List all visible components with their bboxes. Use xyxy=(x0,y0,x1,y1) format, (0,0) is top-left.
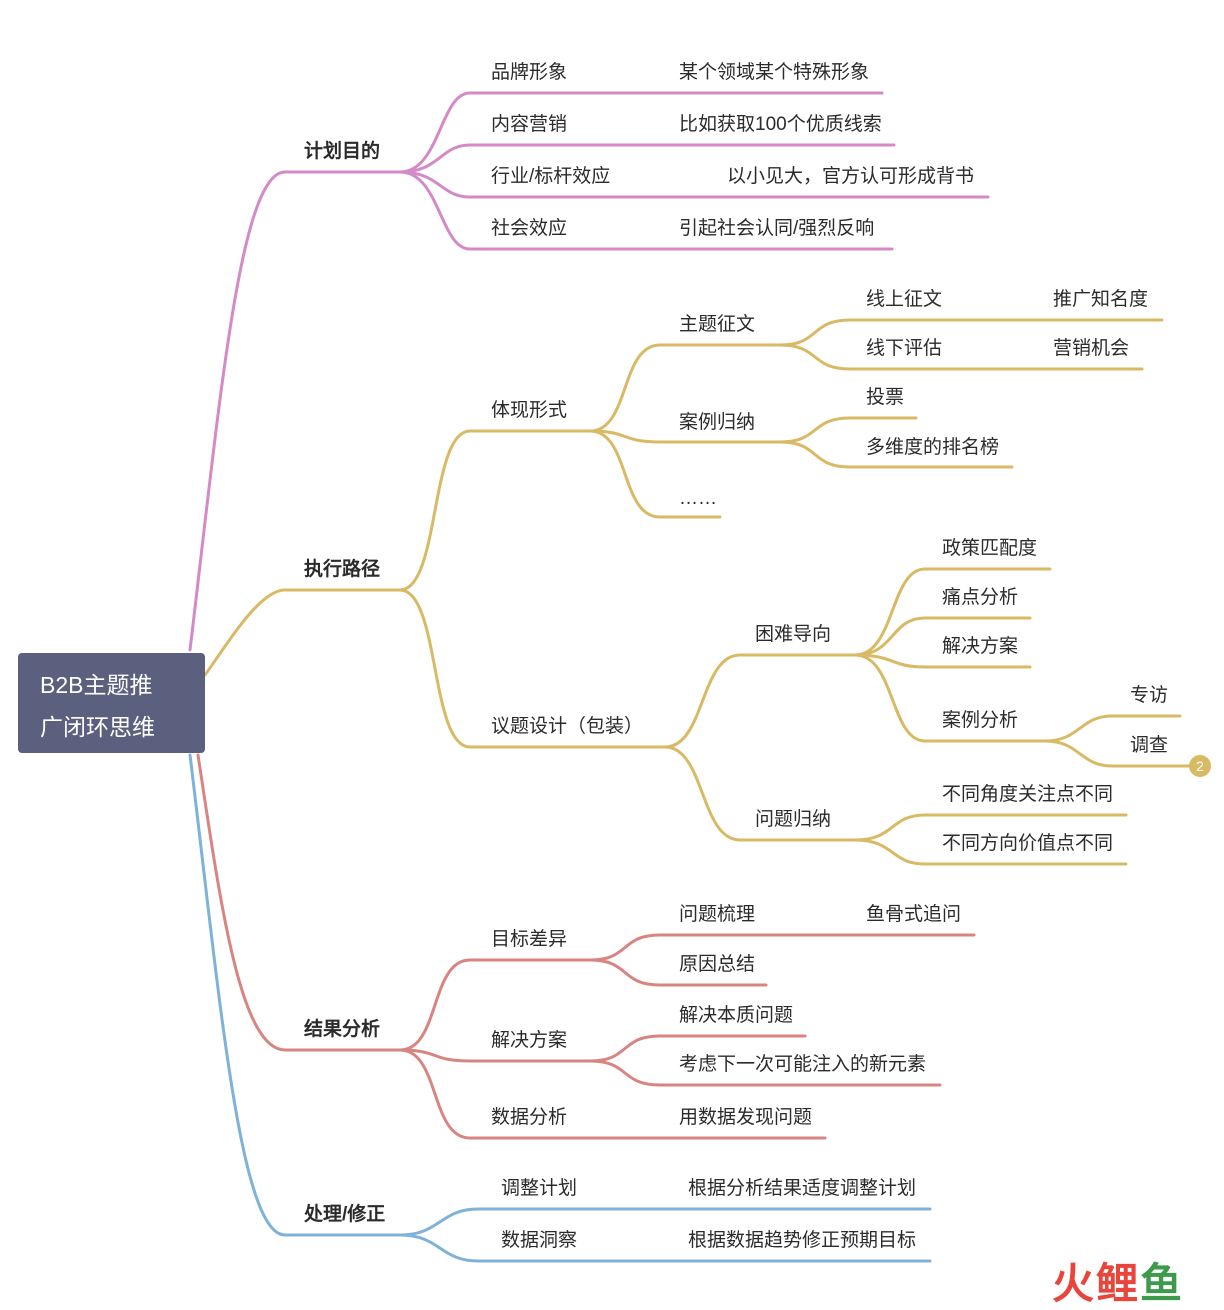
node-case-summary[interactable]: 案例归纳 xyxy=(679,412,756,433)
watermark-char-3: 鱼 xyxy=(1140,1259,1185,1308)
node-data-analysis-detail[interactable]: 用数据发现问题 xyxy=(679,1107,813,1128)
node-case-analysis[interactable]: 案例分析 xyxy=(942,710,1019,731)
node-essence[interactable]: 解决本质问题 xyxy=(679,1005,794,1026)
node-interview[interactable]: 专访 xyxy=(1130,685,1169,706)
node-industry-effect-detail[interactable]: 以小见大，官方认可形成背书 xyxy=(727,166,975,187)
node-vote[interactable]: 投票 xyxy=(866,387,905,408)
node-next-elements[interactable]: 考虑下一次可能注入的新元素 xyxy=(679,1054,927,1075)
node-more[interactable]: …… xyxy=(679,488,717,509)
node-plan[interactable]: 计划目的 xyxy=(304,141,381,162)
node-adjust-plan[interactable]: 调整计划 xyxy=(501,1178,578,1199)
node-social-effect[interactable]: 社会效应 xyxy=(491,218,568,239)
node-angle[interactable]: 不同角度关注点不同 xyxy=(942,784,1114,805)
node-ranking[interactable]: 多维度的排名榜 xyxy=(866,437,1000,458)
node-cause-summary[interactable]: 原因总结 xyxy=(679,954,756,975)
node-topic-essay[interactable]: 主题征文 xyxy=(679,314,756,335)
node-social-effect-detail[interactable]: 引起社会认同/强烈反响 xyxy=(679,218,875,239)
root-node[interactable]: B2B主题推 广闭环思维 xyxy=(18,653,205,753)
node-goal-gap[interactable]: 目标差异 xyxy=(491,929,568,950)
node-offline-eval-detail[interactable]: 营销机会 xyxy=(1053,338,1130,359)
connector-root-result xyxy=(196,753,402,1052)
node-data-insight[interactable]: 数据洞察 xyxy=(501,1230,578,1251)
watermark-logo: 火鲤鱼 xyxy=(1052,1262,1184,1306)
node-content-marketing-detail[interactable]: 比如获取100个优质线索 xyxy=(679,114,882,135)
connector-root-fix xyxy=(188,753,402,1237)
node-result-solution[interactable]: 解决方案 xyxy=(491,1030,568,1051)
node-difficulty[interactable]: 困难导向 xyxy=(755,624,832,645)
root-label-line1: B2B主题推 xyxy=(40,672,153,698)
watermark-char-1: 火 xyxy=(1052,1259,1097,1308)
node-problem-summary[interactable]: 问题归纳 xyxy=(755,809,832,830)
node-fishbone[interactable]: 鱼骨式追问 xyxy=(866,904,962,925)
node-brand-image-detail[interactable]: 某个领域某个特殊形象 xyxy=(679,62,870,83)
node-result[interactable]: 结果分析 xyxy=(304,1019,381,1040)
watermark-char-2: 鲤 xyxy=(1096,1259,1141,1308)
node-direction[interactable]: 不同方向价值点不同 xyxy=(942,833,1114,854)
node-data-analysis[interactable]: 数据分析 xyxy=(491,1107,568,1128)
node-issue-design[interactable]: 议题设计（包装） xyxy=(491,716,644,737)
node-policy-match[interactable]: 政策匹配度 xyxy=(942,538,1038,559)
node-survey[interactable]: 调查 xyxy=(1130,735,1169,756)
node-adjust-plan-detail[interactable]: 根据分析结果适度调整计划 xyxy=(688,1178,917,1199)
connector-root-plan xyxy=(188,170,402,652)
node-online-essay-detail[interactable]: 推广知名度 xyxy=(1053,289,1149,310)
node-execute[interactable]: 执行路径 xyxy=(304,559,381,580)
node-industry-effect[interactable]: 行业/标杆效应 xyxy=(491,166,611,187)
root-label-line2: 广闭环思维 xyxy=(40,714,155,740)
node-problem-sort[interactable]: 问题梳理 xyxy=(679,904,756,925)
node-offline-eval[interactable]: 线下评估 xyxy=(866,338,943,359)
node-brand-image[interactable]: 品牌形象 xyxy=(491,62,568,83)
node-data-insight-detail[interactable]: 根据数据趋势修正预期目标 xyxy=(688,1230,917,1251)
node-pain-analysis[interactable]: 痛点分析 xyxy=(942,587,1019,608)
node-online-essay[interactable]: 线上征文 xyxy=(866,289,943,310)
node-fix[interactable]: 处理/修正 xyxy=(304,1204,386,1225)
connector-root-execute xyxy=(203,588,402,677)
collapsed-count-badge[interactable]: 2 xyxy=(1189,755,1211,777)
node-solution[interactable]: 解决方案 xyxy=(942,636,1019,657)
node-content-marketing[interactable]: 内容营销 xyxy=(491,114,568,135)
node-form[interactable]: 体现形式 xyxy=(491,400,568,421)
